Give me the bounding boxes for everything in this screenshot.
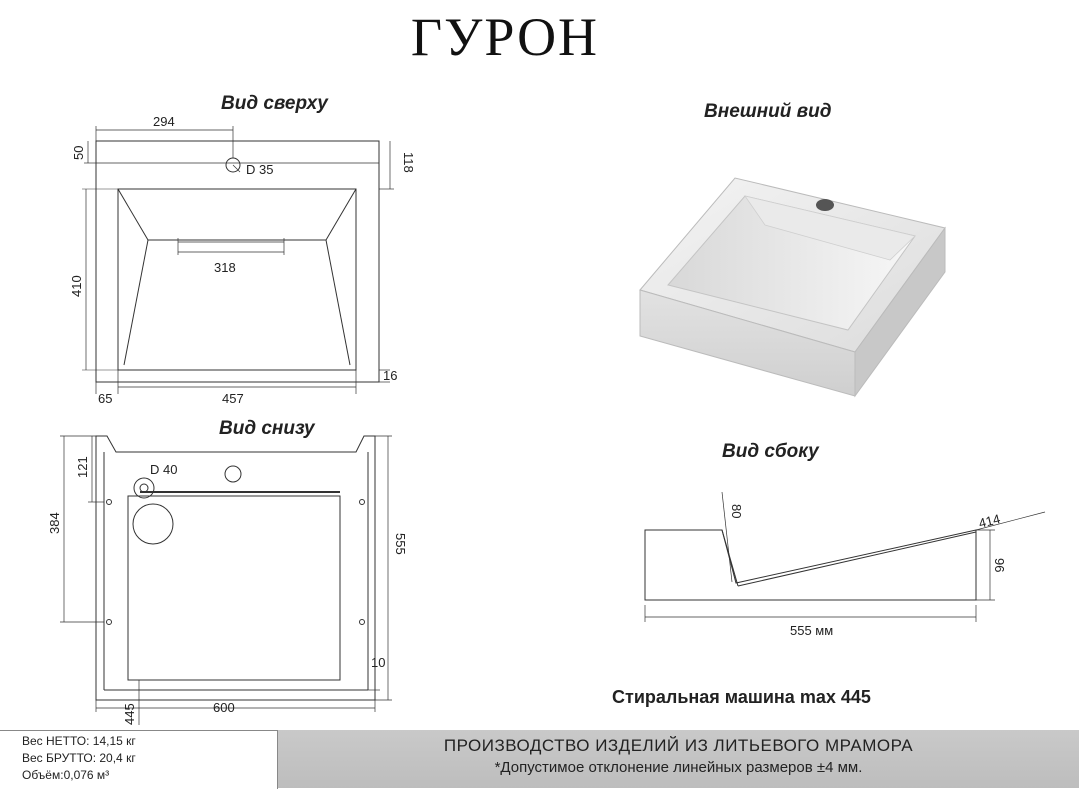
production-banner: ПРОИЗВОДСТВО ИЗДЕЛИЙ ИЗ ЛИТЬЕВОГО МРАМОР… [278, 730, 1079, 788]
bottom-view-drawing [60, 435, 392, 725]
side-view-label: Вид сбоку [722, 441, 819, 462]
washer-note: Стиральная машина max 445 [612, 687, 871, 707]
bottom-view-outline [95, 435, 376, 701]
drain-d40-icon [133, 477, 155, 499]
dim-16: 16 [383, 368, 397, 383]
technical-drawing: 294 50 D 35 118 318 410 16 65 457 [47, 114, 1046, 725]
side-view-outline [644, 529, 977, 601]
dim-318: 318 [214, 260, 236, 275]
dim-600: 600 [213, 700, 235, 715]
dim-80: 80 [729, 504, 744, 518]
dim-50: 50 [71, 146, 86, 160]
dim-118: 118 [401, 152, 416, 173]
bottom-view-label: Вид снизу [219, 418, 315, 439]
dim-457: 457 [222, 391, 244, 406]
tolerance-note: *Допустимое отклонение линейных размеров… [494, 759, 863, 776]
dim-445: 445 [122, 703, 137, 725]
dim-555-side: 555 мм [790, 623, 833, 638]
dim-d35: D 35 [246, 162, 273, 177]
dim-410: 410 [69, 275, 84, 297]
dim-414: 414 [977, 511, 1002, 531]
dim-10: 10 [371, 655, 385, 670]
dim-294: 294 [153, 114, 175, 129]
dim-d40: D 40 [150, 462, 177, 477]
spec-gross-weight: Вес БРУТТО: 20,4 кг [22, 751, 136, 765]
top-view-outline [95, 140, 380, 383]
spec-net-weight: Вес НЕТТО: 14,15 кг [22, 734, 136, 748]
side-view-drawing [644, 491, 1046, 622]
production-text: ПРОИЗВОДСТВО ИЗДЕЛИЙ ИЗ ЛИТЬЕВОГО МРАМОР… [443, 736, 914, 755]
faucet-hole-bottom-icon [224, 465, 242, 483]
dim-384: 384 [47, 512, 62, 534]
faucet-hole-render-icon [816, 199, 834, 211]
drain-outlet-icon [132, 503, 174, 545]
external-view-label: Внешний вид [704, 101, 832, 122]
top-view-drawing [82, 126, 394, 394]
sink-render [639, 177, 946, 398]
dim-121: 121 [75, 456, 90, 478]
washer-area-outline [127, 495, 341, 681]
spec-volume: Объём:0,076 м³ [22, 768, 110, 782]
top-view-bowl-outline [117, 188, 357, 371]
top-view-label: Вид сверху [221, 93, 328, 114]
specs-panel: Вес НЕТТО: 14,15 кг Вес БРУТТО: 20,4 кг … [0, 730, 278, 789]
dim-65: 65 [98, 391, 112, 406]
dim-96: 96 [992, 558, 1007, 572]
page-title: ГУРОН [410, 7, 600, 67]
dim-555-bottom: 555 [393, 533, 408, 555]
